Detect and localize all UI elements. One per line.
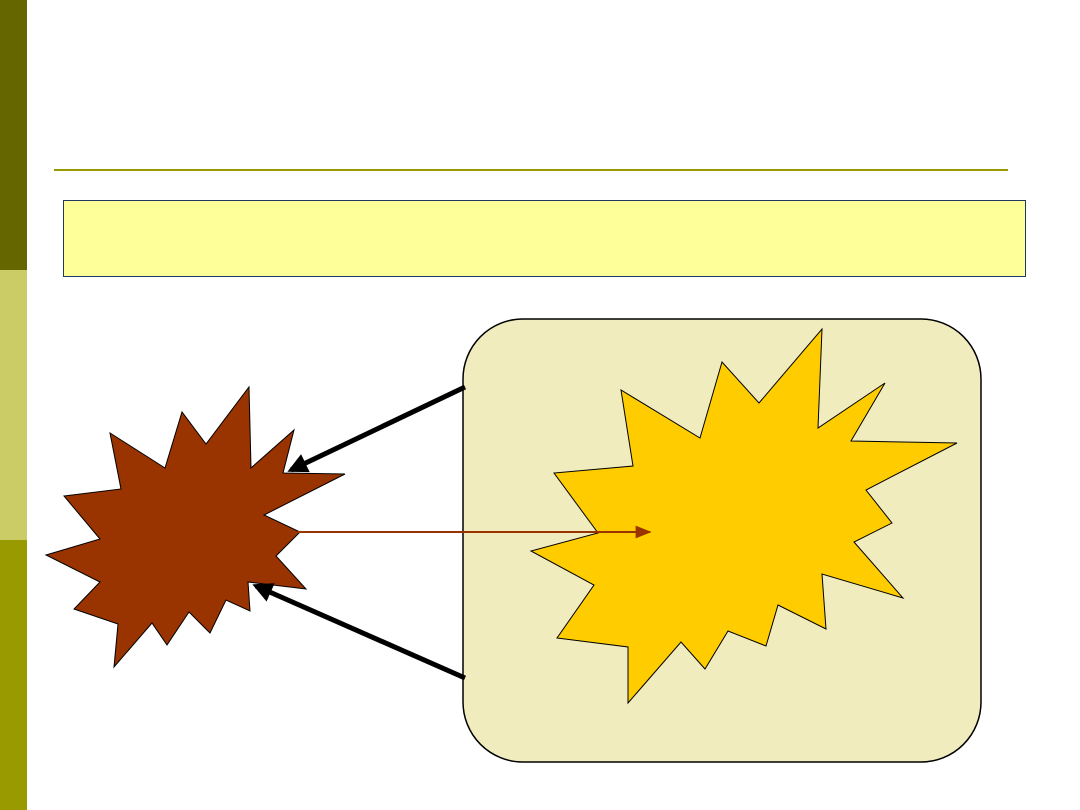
side-strip-top [0, 0, 27, 270]
title-divider-line [54, 169, 1008, 171]
upper-thick-arrow [287, 384, 467, 473]
side-strip-middle [0, 270, 27, 540]
lower-thick-arrow [252, 583, 467, 681]
side-strip-bottom [0, 540, 27, 810]
small-starburst-shape [44, 385, 346, 669]
large-starburst-shape [529, 327, 958, 705]
callout-box [63, 200, 1026, 277]
